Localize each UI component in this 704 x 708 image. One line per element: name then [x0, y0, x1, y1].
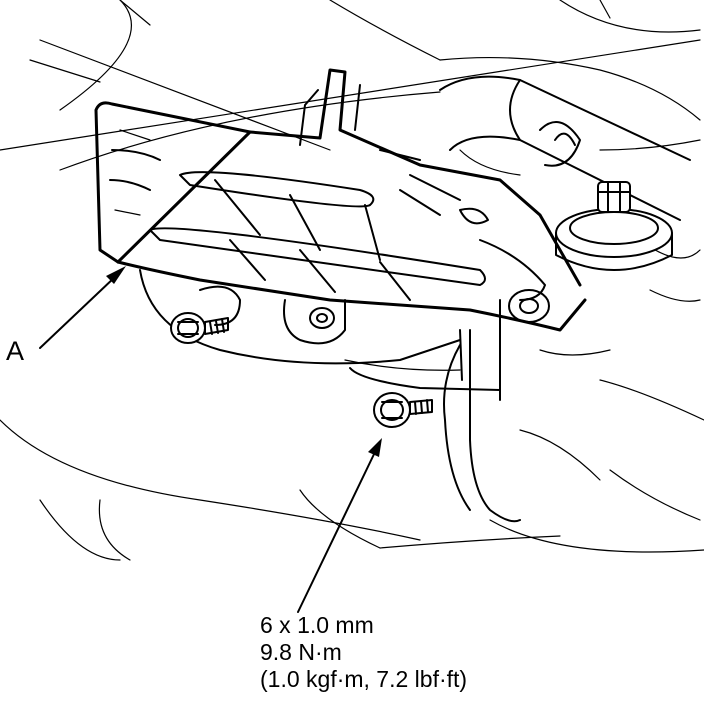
heat-shield-bracket — [94, 68, 587, 332]
bolt-lower — [373, 392, 433, 428]
exhaust-pipe — [439, 75, 691, 221]
background-contours — [0, 0, 704, 561]
torque-nm-text: 9.8 N·m — [260, 639, 342, 665]
bolt-size-text: 6 x 1.0 mm — [260, 612, 374, 638]
bolt-upper — [170, 312, 229, 344]
lower-housing — [139, 269, 550, 523]
torque-alt-text: (1.0 kgf·m, 7.2 lbf·ft) — [260, 666, 468, 692]
leader-arrow-spec — [297, 438, 382, 613]
fastener-spec-block: 6 x 1.0 mm 9.8 N·m (1.0 kgf·m, 7.2 lbf·f… — [260, 612, 467, 693]
leader-arrow-a — [39, 266, 126, 349]
rubber-mount — [555, 181, 673, 271]
callout-label-a: A — [6, 336, 25, 366]
